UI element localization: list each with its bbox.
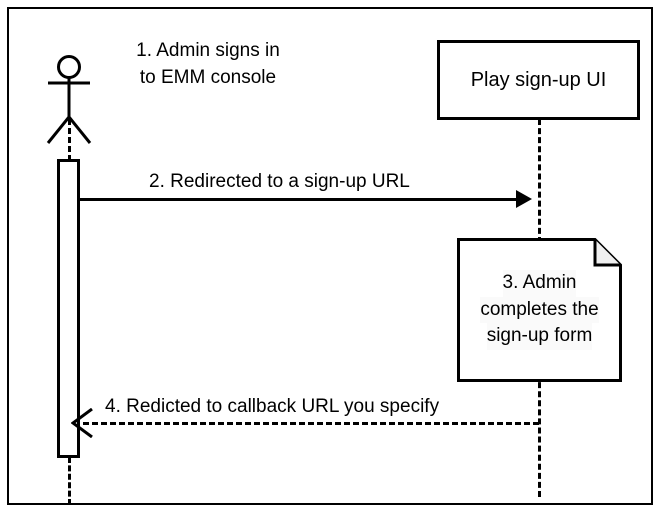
message-2-arrowhead-icon xyxy=(516,190,532,208)
participant-label: Play sign-up UI xyxy=(470,68,607,91)
message-4-label: 4. Redicted to callback URL you specify xyxy=(105,396,440,417)
stick-figure-icon xyxy=(46,55,92,144)
open-arrowhead-icon xyxy=(70,407,93,439)
lifeline-actor-lower xyxy=(68,457,71,505)
message-2-line xyxy=(77,198,520,201)
message-4-line xyxy=(83,422,539,425)
note-admin-completes-form: 3. Admin completes the sign-up form xyxy=(457,238,622,382)
message-2-label: 2. Redirected to a sign-up URL xyxy=(149,171,410,192)
activation-bar-actor xyxy=(57,159,80,458)
message-1-line-1: 1. Admin signs in xyxy=(136,40,280,61)
participant-play-sign-up-ui[interactable]: Play sign-up UI xyxy=(437,40,640,120)
actor-stick-figure xyxy=(42,49,98,149)
message-1-label: 1. Admin signs in to EMM console xyxy=(102,38,314,92)
message-1-line-2: to EMM console xyxy=(139,66,277,88)
message-4-arrowhead-icon xyxy=(70,407,93,439)
lifeline-actor-upper xyxy=(68,119,71,161)
diagram-frame: Play sign-up UI 1. Admin signs in to EMM… xyxy=(7,7,653,505)
note-shape-icon xyxy=(457,238,622,382)
